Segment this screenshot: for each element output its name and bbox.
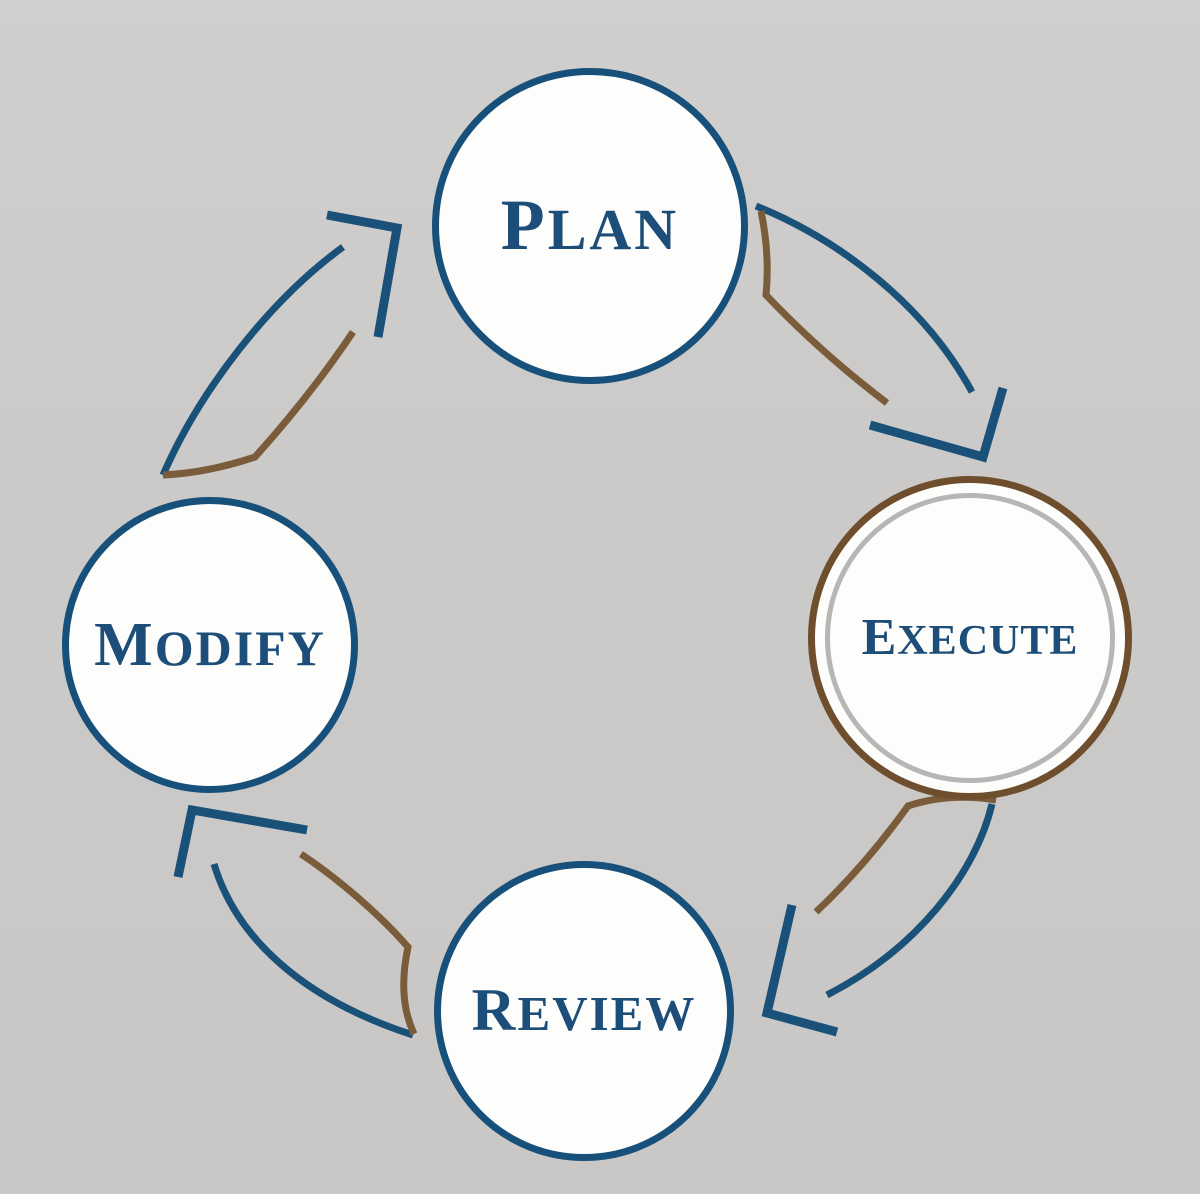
node-modify-label: Modify — [94, 611, 326, 679]
arrow-outer-curve — [825, 803, 996, 999]
node-review-label: Review — [471, 976, 697, 1044]
arrow-inner-curve — [162, 330, 356, 479]
node-plan-label: Plan — [500, 185, 680, 266]
arrow-outer-curve — [159, 244, 346, 477]
arrow-inner-curve — [757, 210, 890, 406]
node-modify: Modify — [62, 497, 358, 793]
arrow-outer-curve — [754, 202, 976, 394]
node-execute-label: Execute — [861, 608, 1079, 666]
arrow-plan-to-execute — [754, 202, 1008, 463]
arrowhead — [868, 386, 1008, 463]
arrowhead — [761, 903, 839, 1037]
arrow-execute-to-review — [761, 793, 997, 1037]
arrow-modify-to-plan — [159, 210, 403, 479]
arrow-inner-curve — [813, 793, 997, 915]
node-execute: Execute — [808, 476, 1132, 800]
arrow-inner-curve — [299, 851, 418, 1036]
arrow-review-to-modify — [173, 804, 418, 1039]
arrow-outer-curve — [210, 862, 415, 1039]
node-execute-inner-ring: Execute — [825, 493, 1115, 783]
arrowhead — [326, 210, 403, 338]
arrowhead — [173, 804, 308, 878]
node-plan: Plan — [432, 68, 748, 384]
node-review: Review — [434, 861, 734, 1161]
